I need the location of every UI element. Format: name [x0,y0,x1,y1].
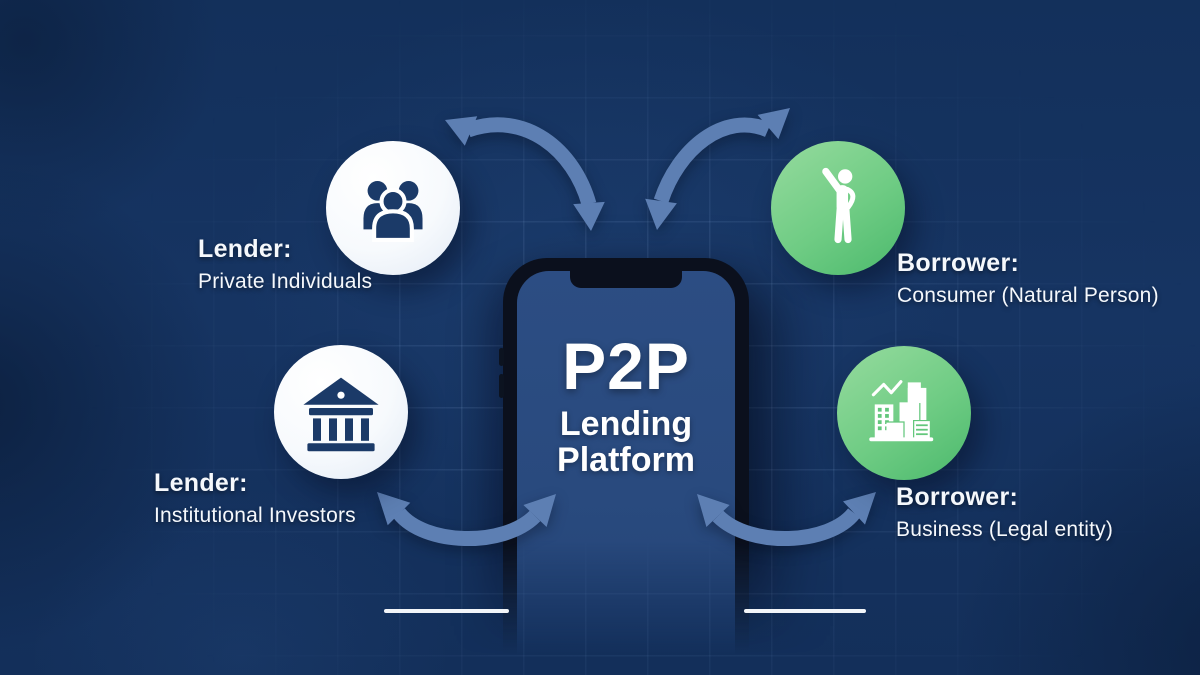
node-subtitle: Business (Legal entity) [896,517,1114,541]
phone-side-button [499,348,504,366]
underline-left [384,609,509,613]
node-title: Lender: [198,235,292,263]
buildings-chart-icon [869,380,934,442]
node-subtitle: Institutional Investors [154,503,356,527]
arrow-borrower-business-platform [697,492,876,547]
label-borrower-consumer: Borrower: Consumer (Natural Person) [897,249,1159,308]
label-borrower-business: Borrower: Business (Legal entity) [896,483,1114,542]
label-lender-individuals: Lender: Private Individuals [198,235,373,294]
arrow-lender-institutional-platform [377,492,556,547]
node-borrower-business [837,346,971,480]
node-lender-institutional [274,345,408,479]
node-subtitle: Consumer (Natural Person) [897,283,1159,307]
node-title: Borrower: [897,249,1020,277]
bank-icon [303,377,379,452]
arrow-lender-individuals-platform [445,116,605,231]
arrow-borrower-consumer-platform [645,108,790,230]
underline-right [744,609,866,613]
phone-notch [570,271,682,288]
person-raising-hand-icon [822,167,856,244]
people-group-icon [363,180,423,243]
label-lender-institutional: Lender: Institutional Investors [154,469,356,528]
node-title: Borrower: [896,483,1019,511]
phone-title-p2p: P2P [562,329,690,403]
phone-screen: P2P Lending Platform [517,271,735,675]
node-subtitle: Private Individuals [198,269,373,293]
node-borrower-consumer [771,141,905,275]
phone-side-button [499,374,504,398]
phone-title-lending: Lending [559,405,693,443]
node-lender-individuals [326,141,460,275]
phone-title-platform: Platform [557,440,695,479]
node-title: Lender: [154,469,248,497]
